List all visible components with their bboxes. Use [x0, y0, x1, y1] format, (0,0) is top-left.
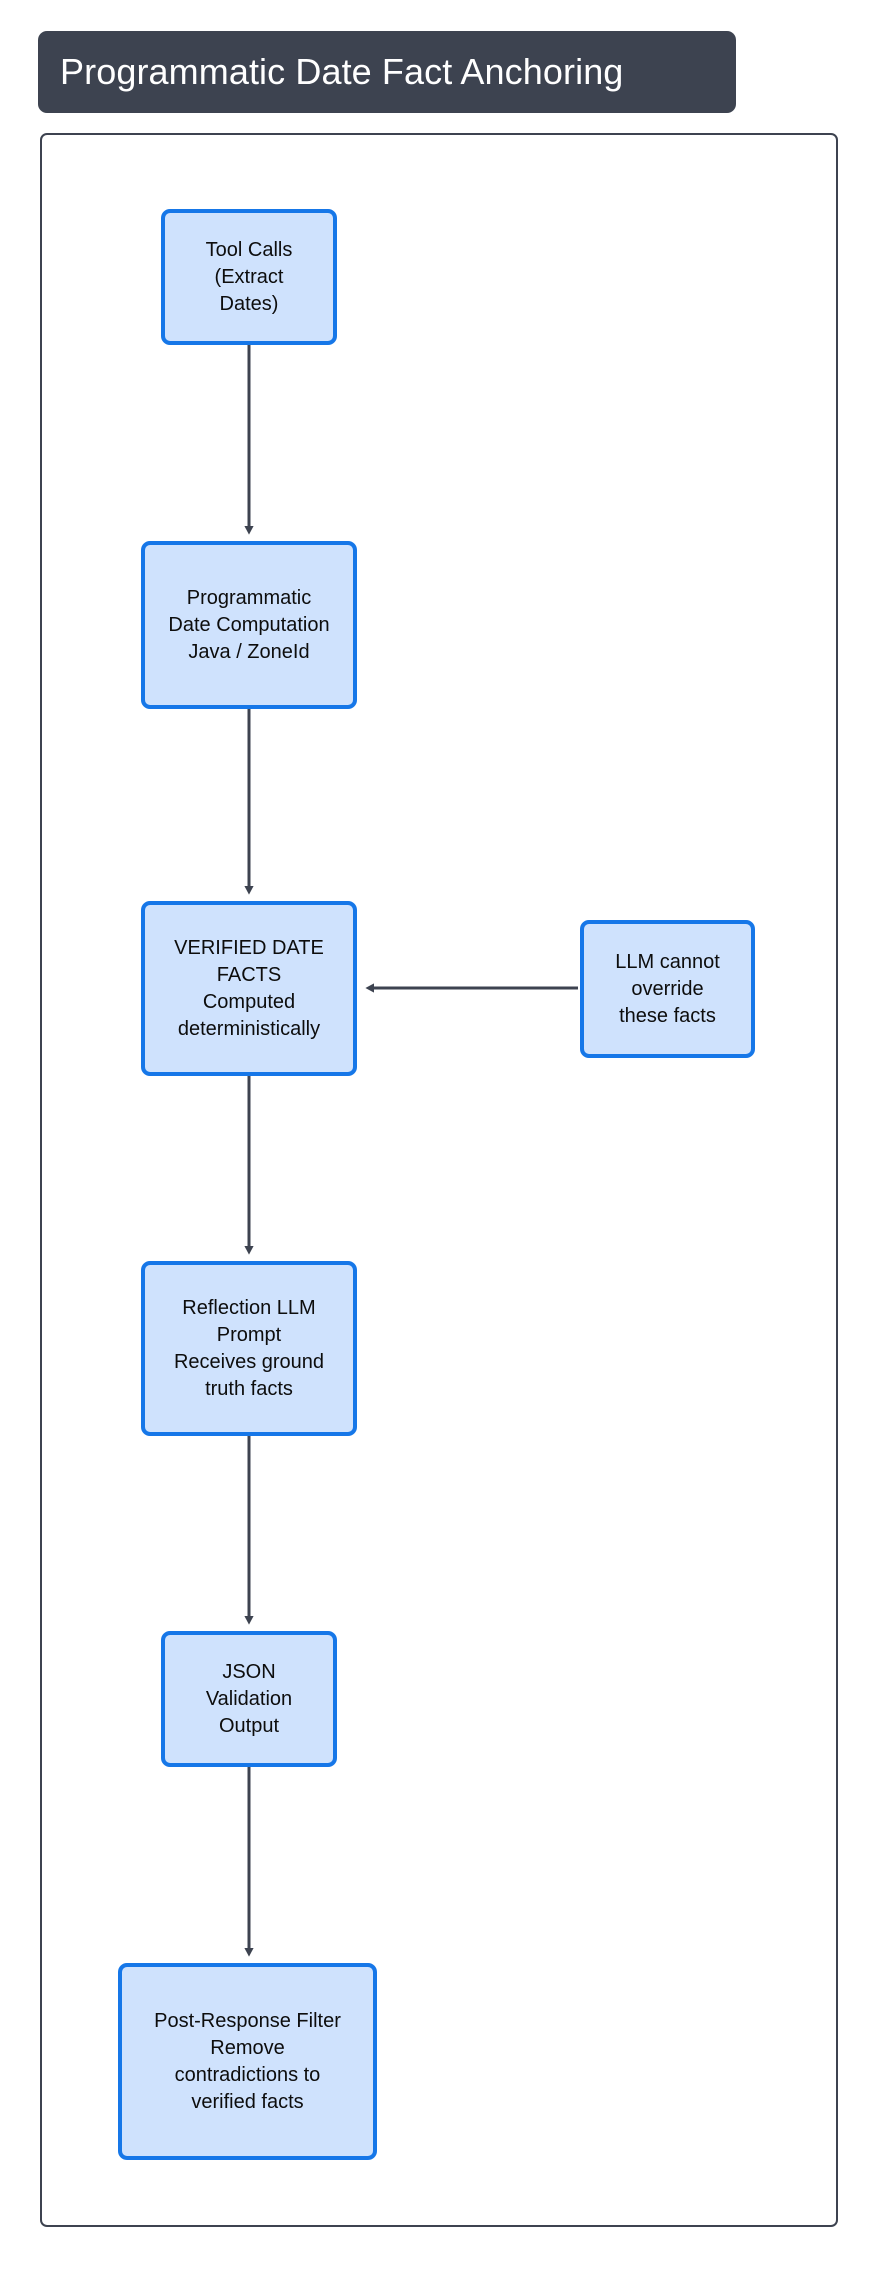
- node-reflection-llm-prompt[interactable]: Reflection LLM Prompt Receives ground tr…: [141, 1261, 357, 1436]
- page-title: Programmatic Date Fact Anchoring: [60, 51, 624, 93]
- node-tool-calls[interactable]: Tool Calls (Extract Dates): [161, 209, 337, 345]
- diagram-title-bar: Programmatic Date Fact Anchoring: [38, 31, 736, 113]
- node-llm-cannot-override[interactable]: LLM cannot override these facts: [580, 920, 755, 1058]
- node-post-response-filter[interactable]: Post-Response Filter Remove contradictio…: [118, 1963, 377, 2160]
- diagram-frame: [40, 133, 838, 2227]
- node-date-computation[interactable]: Programmatic Date Computation Java / Zon…: [141, 541, 357, 709]
- node-verified-date-facts[interactable]: VERIFIED DATE FACTS Computed determinist…: [141, 901, 357, 1076]
- node-json-validation-output[interactable]: JSON Validation Output: [161, 1631, 337, 1767]
